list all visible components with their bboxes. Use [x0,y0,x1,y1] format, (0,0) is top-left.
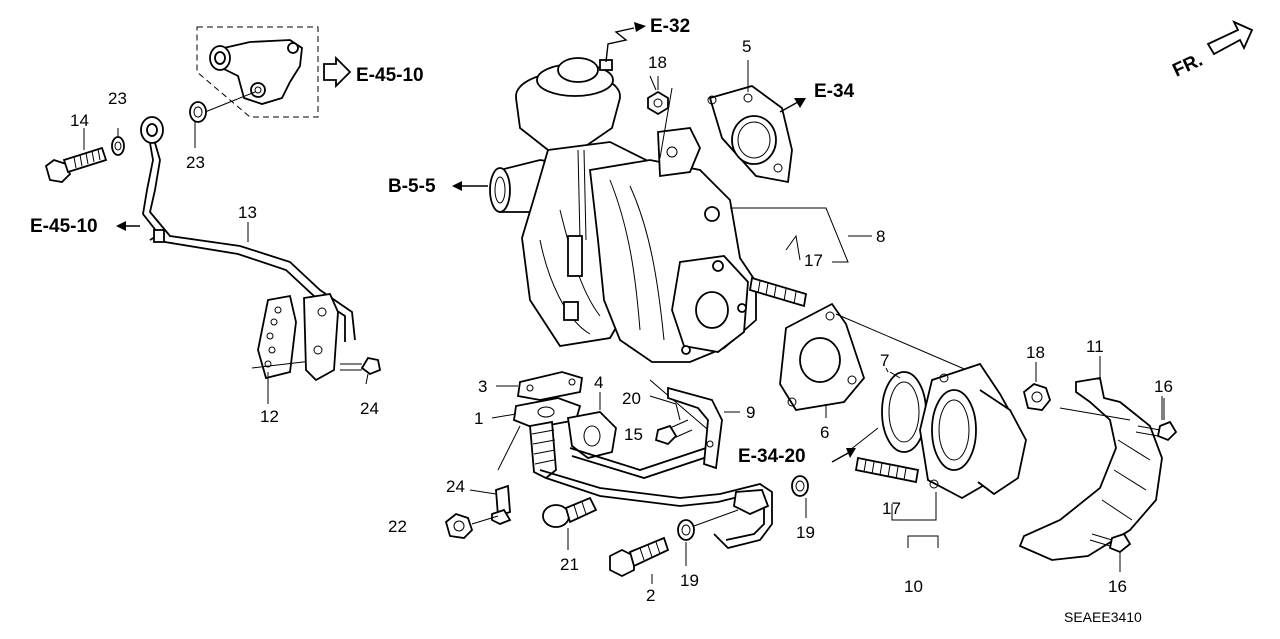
nut-18-top [647,76,673,159]
washer-23-left [111,136,125,156]
bolt-20 [649,395,681,421]
part-label-18b: 18 [1026,343,1045,362]
ref-e-45-10-top: E-45-10 [356,65,424,86]
part-label-16a: 16 [1154,377,1173,396]
ref-e-34-20: E-34-20 [738,446,806,467]
washer-19-right [791,475,809,518]
part-label-15: 15 [624,425,643,444]
nut-22 [444,512,499,539]
part-label-21: 21 [560,555,579,574]
part-label-14: 14 [70,111,89,130]
bolt-16-bottom [1089,532,1132,572]
part-label-24a: 24 [360,399,379,418]
part-label-5: 5 [742,37,751,56]
arrow-e-45-10-top [323,55,352,89]
washer-19-left [677,509,739,566]
gasket-3 [496,371,584,401]
flange-1 [491,397,582,429]
ref-e-32: E-32 [650,16,690,37]
bolt-14 [44,146,108,183]
arrow-e-34 [779,98,806,113]
part-label-8: 8 [876,227,885,246]
part-label-19a: 19 [796,523,815,542]
bolt-15 [654,419,693,446]
part-label-17b: 17 [882,499,901,518]
stud-24-bottom [469,484,512,525]
ref-e-34: E-34 [814,81,855,102]
part-label-1: 1 [474,409,483,428]
part-label-22: 22 [388,517,407,536]
gasket-7 [881,367,927,453]
turbocharger-assembly [489,57,757,363]
oil-return-pipe [497,379,773,549]
part-label-10: 10 [904,577,923,596]
part-label-23a: 23 [108,89,127,108]
front-arrow [1206,20,1254,56]
bolt-21 [542,496,598,550]
part-label-17a: 17 [804,251,823,270]
front-label: FR. [1169,50,1206,82]
bolt-16-top [1135,396,1178,442]
part-label-4: 4 [594,373,603,392]
arrow-b-5-5 [452,181,488,191]
ref-b-5-5: B-5-5 [388,176,436,197]
washer-23-right [189,101,207,123]
water-fitting-group [196,26,319,118]
part-label-2: 2 [646,586,655,605]
part-label-20: 20 [622,389,641,408]
part-label-9: 9 [746,403,755,422]
stud-17-lower [854,456,937,521]
part-label-13: 13 [238,203,257,222]
arrow-e-34-20 [831,427,879,463]
exhaust-pipe-10 [919,362,1027,500]
part-label-18a: 18 [648,53,667,72]
part-label-6: 6 [820,423,829,442]
part-label-24b: 24 [446,477,465,496]
part-label-3: 3 [478,377,487,396]
ref-e-45-10-left: E-45-10 [30,216,98,237]
part-label-11: 11 [1086,337,1104,356]
part-label-19b: 19 [680,571,699,590]
stud-17-top [748,234,808,308]
part-label-7: 7 [880,351,889,370]
part-label-23b: 23 [186,153,205,172]
gasket-5 [707,60,793,184]
part-label-16b: 16 [1108,577,1127,596]
drawing-code: SEAEE3410 [1064,609,1142,625]
oil-feed-pipe [140,116,382,382]
part-number-labels: 1 2 3 4 5 6 7 8 9 10 11 12 13 14 15 16 1… [70,37,1173,605]
arrow-e-32 [605,22,646,63]
nut-18-right [1022,362,1052,411]
bolt-2 [609,536,670,584]
gasket-6 [779,302,991,418]
leader-lines [267,75,1165,420]
part-label-12: 12 [260,407,279,426]
heat-shield-11 [1018,356,1163,561]
arrow-e-45-10-left [116,221,140,231]
bracket-9 [667,386,740,470]
